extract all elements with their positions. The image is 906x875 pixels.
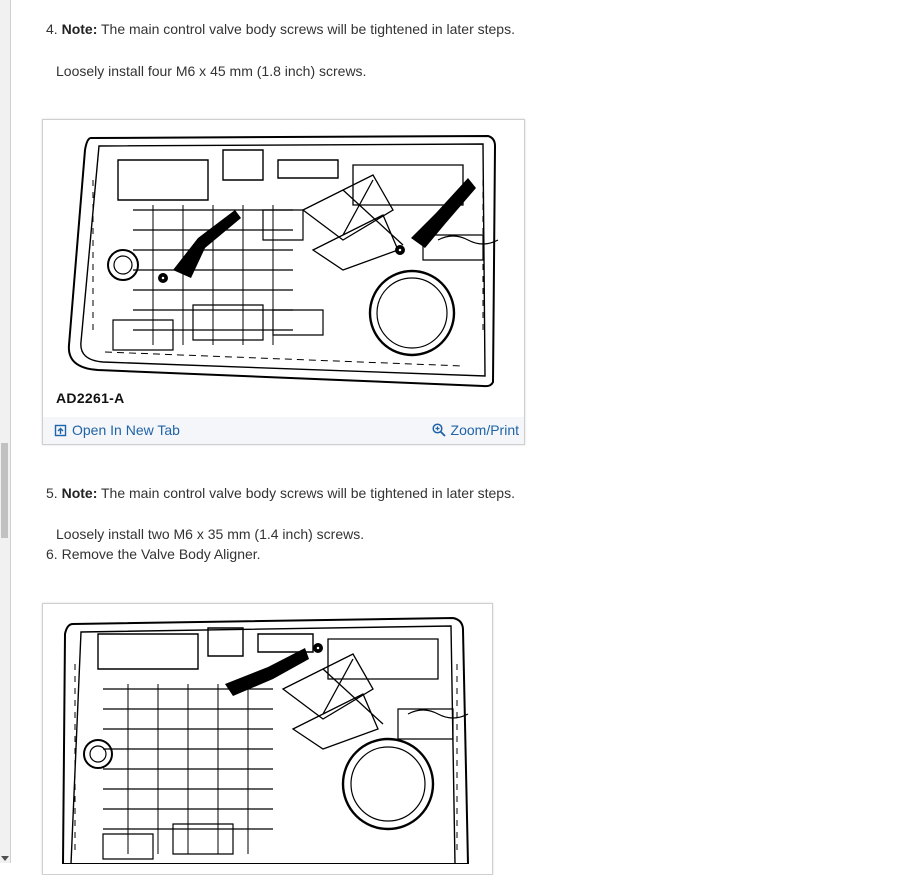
open-in-new-tab-link[interactable]: Open In New Tab <box>54 422 180 438</box>
valve-body-illustration-2 <box>61 616 470 864</box>
note-label: Note: <box>61 21 98 37</box>
zoom-print-label: Zoom/Print <box>450 422 519 438</box>
scroll-down-arrow-icon[interactable] <box>1 856 9 861</box>
note-label: Note: <box>61 485 98 501</box>
figure-valve-body-2 <box>42 603 493 875</box>
step-number: 6. <box>46 546 58 562</box>
open-new-tab-icon <box>54 424 67 436</box>
step-4-detail: Loosely install four M6 x 45 mm (1.8 inc… <box>56 63 367 79</box>
step-5-detail: Loosely install two M6 x 35 mm (1.4 inch… <box>56 526 365 542</box>
step-number: 5. <box>46 485 58 501</box>
zoom-print-link[interactable]: Zoom/Print <box>431 422 519 438</box>
open-in-new-tab-label: Open In New Tab <box>72 422 180 438</box>
step-6: 6. Remove the Valve Body Aligner. <box>46 546 261 562</box>
step-5-note: 5. Note: The main control valve body scr… <box>46 485 515 501</box>
step-4-note: 4. Note: The main control valve body scr… <box>46 21 515 37</box>
scrollbar-thumb[interactable] <box>1 443 8 538</box>
figure-toolbar: Open In New Tab Zoom/Print <box>43 417 524 444</box>
figure-valve-body-1: AD2261-A Open In New Tab Zoom/Print <box>42 119 525 445</box>
valve-body-illustration <box>67 134 499 388</box>
page-scrollbar[interactable] <box>0 0 11 863</box>
step-number: 4. <box>46 21 58 37</box>
note-text: The main control valve body screws will … <box>97 485 515 501</box>
note-text: The main control valve body screws will … <box>97 21 515 37</box>
figure-code: AD2261-A <box>56 390 125 406</box>
step-6-text: Remove the Valve Body Aligner. <box>61 546 261 562</box>
zoom-magnifier-icon <box>431 423 446 437</box>
